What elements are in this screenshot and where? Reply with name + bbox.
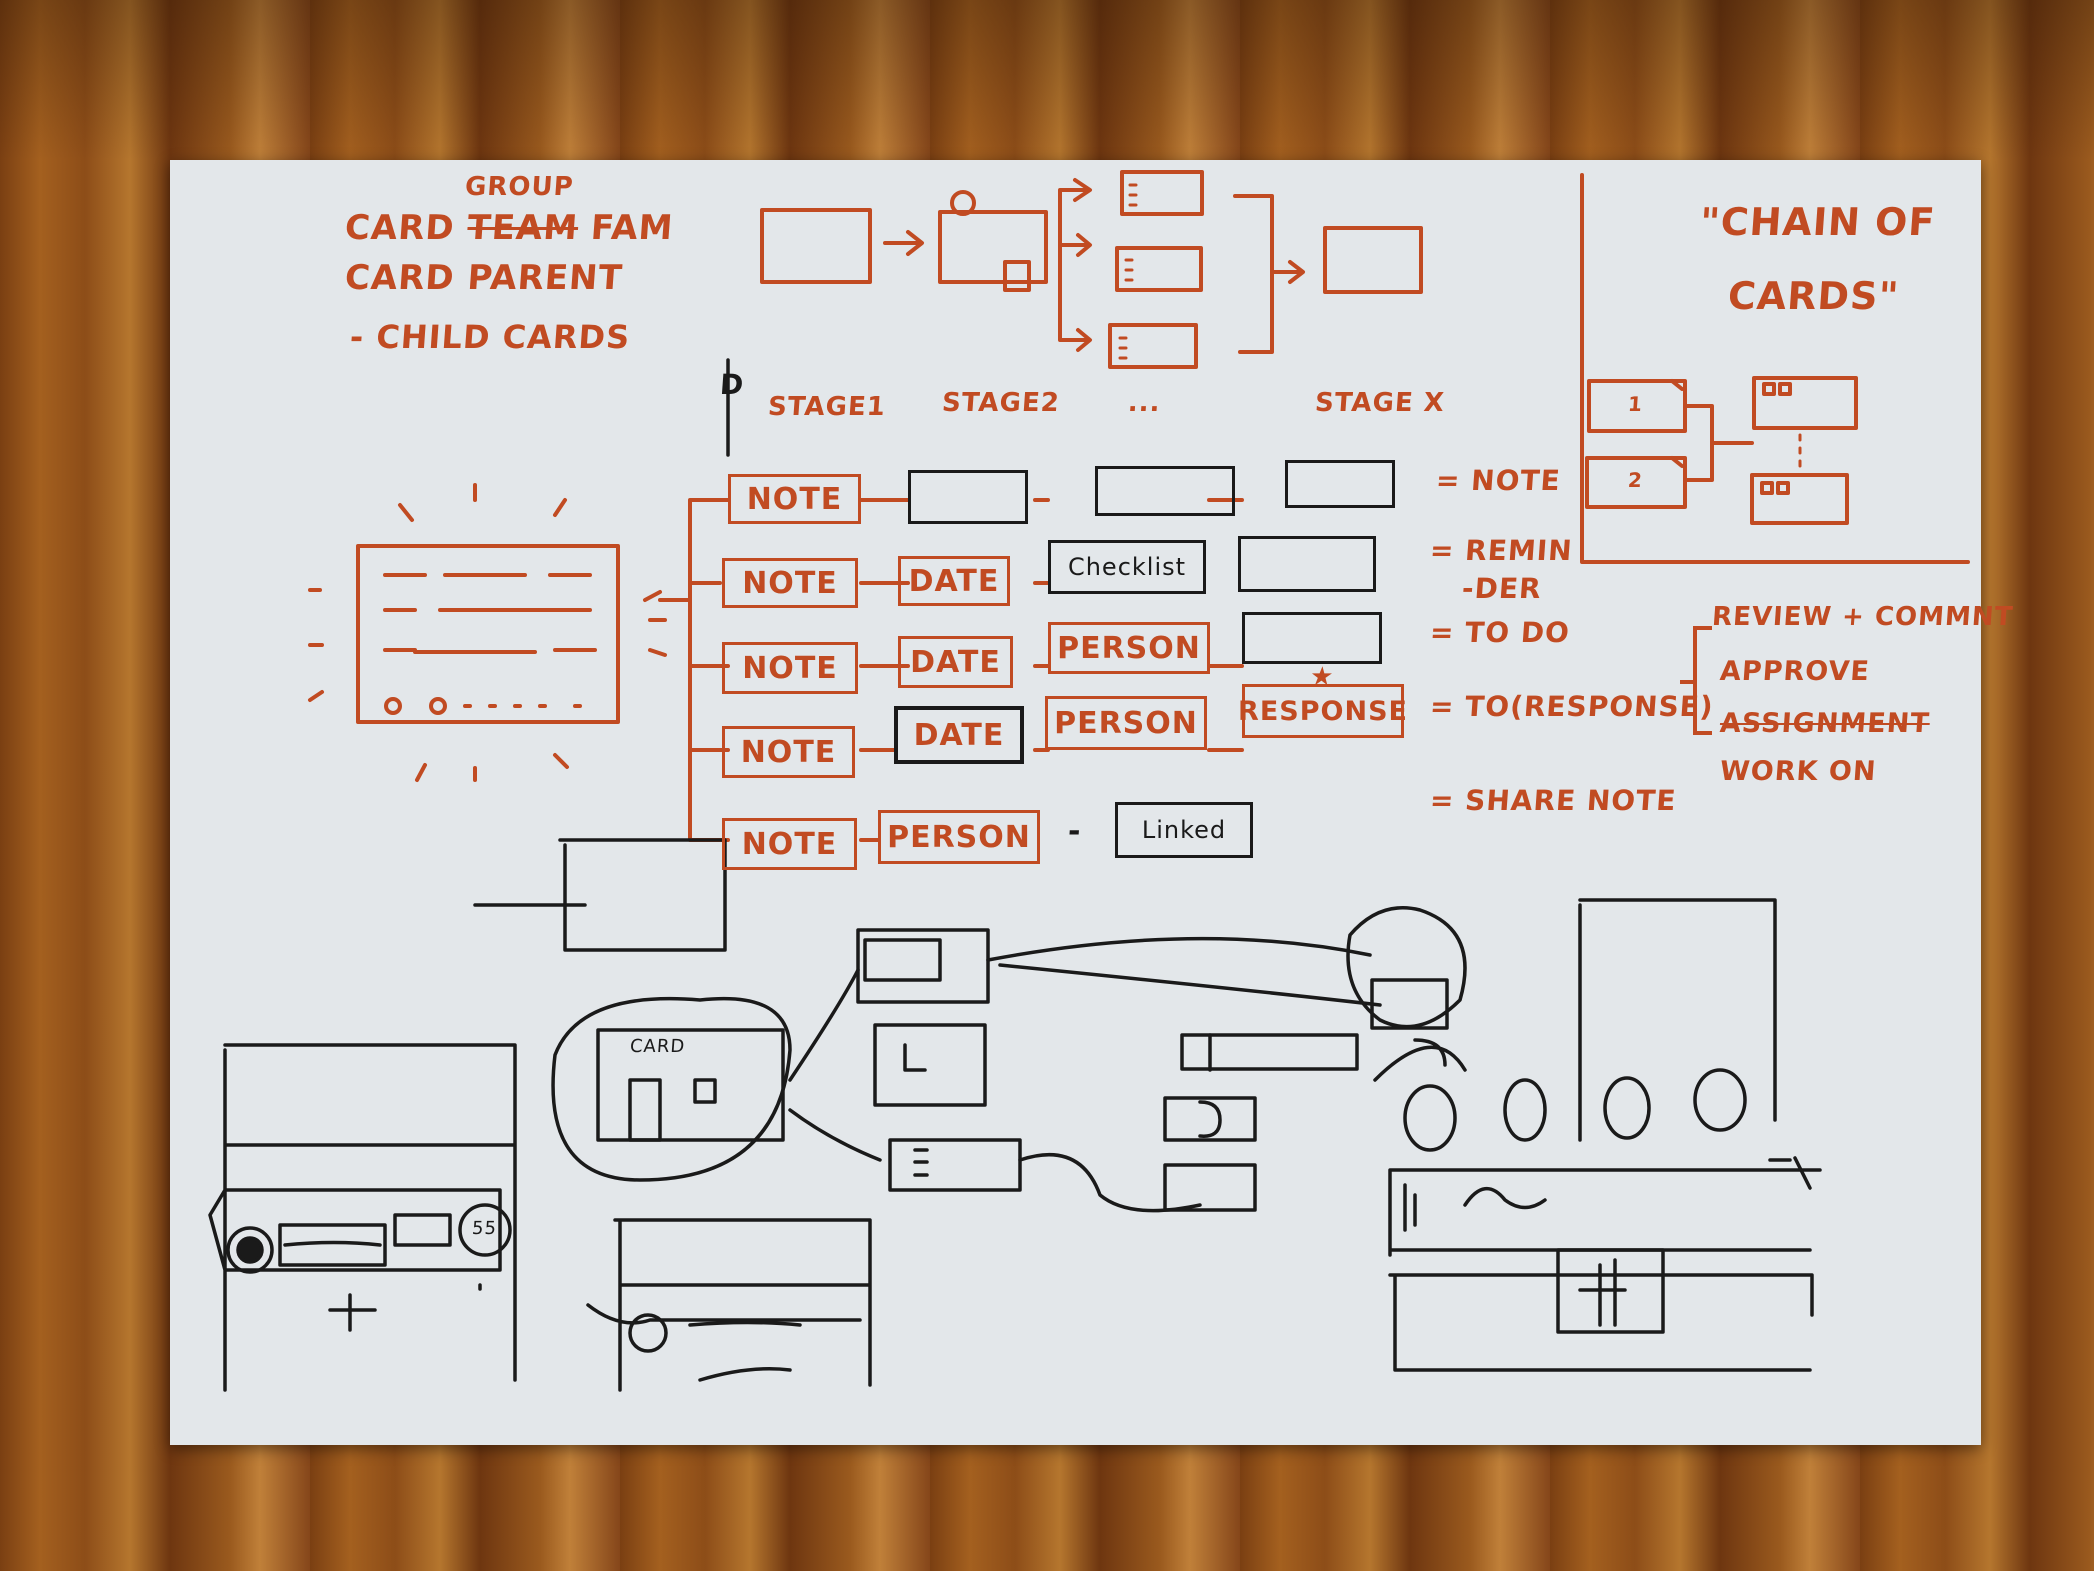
list-wireframe: [208, 1043, 517, 1392]
chain-card-a: [1752, 376, 1858, 430]
row5-note: NOTE: [722, 818, 857, 870]
chain-card-1-number: 1: [1627, 392, 1644, 416]
header-fam: FAM: [589, 208, 675, 248]
avatar-icon: [950, 190, 976, 216]
chain-card-2: [1585, 456, 1687, 509]
row2-date: DATE: [898, 556, 1010, 606]
phone-wireframe: [1578, 898, 1777, 1142]
header-line3: - CHILD CARDS: [348, 318, 632, 356]
checkbox-icon: [1003, 260, 1031, 292]
chain-title-line2: CARDS": [1726, 274, 1901, 318]
card-wireframe: [596, 1028, 785, 1142]
row4-person: PERSON: [1045, 696, 1207, 750]
flow-diagram: [308, 170, 1970, 842]
header-line2: CARD PARENT: [343, 258, 625, 298]
chain-title-line1: "CHAIN OF: [1698, 200, 1937, 244]
row1-stage3-card: [1095, 466, 1235, 516]
note-card-sketch: [356, 544, 620, 724]
row4-response: RESPONSE: [1238, 684, 1407, 738]
timeline-bar: [1388, 1273, 1814, 1372]
row1-meaning: = NOTE: [1434, 464, 1562, 497]
response-option-approve: APPROVE: [1718, 656, 1871, 687]
response-option-assignment: ASSIGNMENT: [1718, 708, 1931, 739]
chain-card-2-number: 2: [1627, 468, 1644, 492]
star-icon: ★: [1308, 662, 1336, 692]
row3-note: NOTE: [722, 642, 858, 694]
response-option-review: REVIEW + COMMNT: [1710, 602, 2015, 632]
header-struck-team: TEAM: [466, 208, 580, 248]
row5-dash: -: [1066, 814, 1083, 849]
header-card: CARD: [343, 208, 457, 248]
detail-wireframe: [586, 1218, 872, 1392]
chain-panel-border: [1580, 173, 1970, 564]
row3-stagex-card: [1242, 612, 1382, 664]
stage-label-ellipsis: ...: [1126, 388, 1162, 418]
flow-result-card: [1323, 226, 1423, 294]
chain-card-b: [1750, 473, 1849, 525]
row3-meaning: = TO DO: [1428, 616, 1572, 649]
row4-date: DATE: [894, 706, 1024, 764]
sketch-badge: 55: [471, 1218, 498, 1239]
row3-person: PERSON: [1048, 622, 1210, 674]
row2-stagex-card: [1238, 536, 1376, 592]
flow-card-parent: [760, 208, 872, 284]
row2-checklist: Checklist: [1048, 540, 1206, 594]
row5-person: PERSON: [878, 810, 1040, 864]
child-card: [1115, 246, 1203, 292]
row2-note: NOTE: [722, 558, 858, 608]
stage-label-1: STAGE1: [766, 392, 887, 422]
arrow-icon: [883, 230, 924, 256]
row2-meaning: = REMIN: [1428, 534, 1574, 567]
child-card: [1120, 170, 1204, 216]
flow-card: [938, 210, 1048, 284]
row5-linked: Linked: [1115, 802, 1253, 858]
row1-note: NOTE: [728, 474, 861, 524]
row4-meaning: = TO(RESPONSE): [1428, 690, 1715, 723]
group-label: GROUP: [463, 172, 575, 202]
response-option-work-on: WORK ON: [1718, 756, 1878, 787]
paper-sheet: [170, 160, 1981, 1445]
header-line1: CARD TEAM FAM: [344, 208, 675, 248]
row3-date: DATE: [898, 636, 1013, 688]
stage-marker: D: [718, 368, 746, 401]
row4-note: NOTE: [722, 726, 855, 778]
row1-stagex-card: [1285, 460, 1395, 508]
wireframe-sketches: [208, 358, 1822, 1392]
child-card: [1108, 323, 1198, 369]
sketch-card-label: CARD: [629, 1036, 686, 1057]
stage-label-x: STAGE X: [1313, 388, 1446, 418]
wood-table: [0, 0, 2094, 160]
wireframe-panel: [473, 838, 727, 952]
row2-meaning-cont: -DER: [1460, 572, 1543, 605]
row1-stage2-card: [908, 470, 1028, 524]
row5-meaning: = SHARE NOTE: [1428, 784, 1678, 817]
stage-label-2: STAGE2: [940, 388, 1061, 418]
